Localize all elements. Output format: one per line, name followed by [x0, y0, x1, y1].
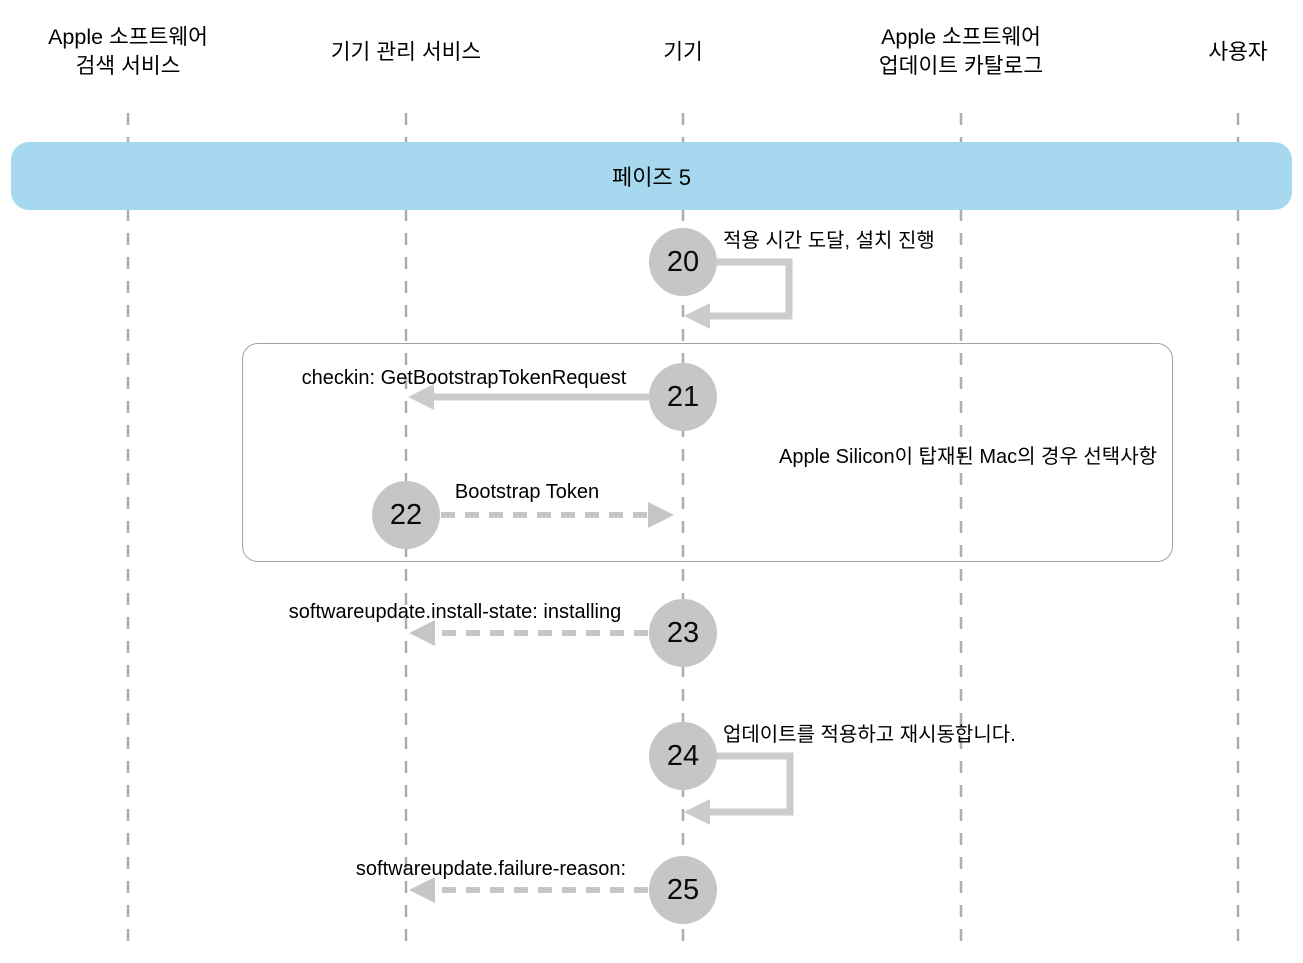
phase-banner: 페이즈 5 [11, 142, 1292, 210]
actor-software-lookup-service: Apple 소프트웨어 검색 서비스 [0, 16, 278, 88]
step21-message: checkin: GetBootstrapTokenRequest [301, 367, 627, 389]
optional-group-box [242, 343, 1173, 562]
actor-label-line1: 기기 [663, 39, 703, 64]
actor-label-line1: Apple 소프트웨어 [881, 25, 1041, 49]
step20-self-loop-arrow [684, 258, 793, 329]
actor-label-line1: 기기 관리 서비스 [330, 39, 482, 64]
step25-arrow [409, 877, 648, 903]
step-circle-21: 21 [649, 363, 717, 431]
step23-message: softwareupdate.install-state: installing [288, 601, 622, 623]
step22-arrow [441, 502, 674, 528]
step-circle-20: 20 [649, 228, 717, 296]
phase-banner-label: 페이즈 5 [611, 165, 692, 190]
actor-user: 사용자 [1088, 16, 1303, 88]
step20-message: 적용 시간 도달, 설치 진행 [723, 230, 935, 252]
actor-label-line2: 업데이트 카탈로그 [878, 54, 1044, 78]
step23-arrow [409, 620, 648, 646]
step-circle-22: 22 [372, 481, 440, 549]
actor-software-update-catalog: Apple 소프트웨어 업데이트 카탈로그 [811, 16, 1111, 88]
optional-note: Apple Silicon이 탑재된 Mac의 경우 선택사항 [778, 446, 1158, 468]
step-circle-24: 24 [649, 722, 717, 790]
actor-device-management-service: 기기 관리 서비스 [256, 16, 556, 88]
step21-arrow [408, 384, 649, 410]
actor-label-line2: 검색 서비스 [75, 54, 181, 78]
step22-message: Bootstrap Token [454, 481, 600, 503]
actor-device: 기기 [533, 16, 833, 88]
step24-self-loop-arrow [684, 752, 794, 825]
step24-message: 업데이트를 적용하고 재시동합니다. [723, 724, 1016, 746]
step-circle-23: 23 [649, 599, 717, 667]
step25-message: softwareupdate.failure-reason: [355, 858, 627, 880]
step-circle-25: 25 [649, 856, 717, 924]
actor-label-line1: 사용자 [1208, 39, 1268, 64]
actor-label-line1: Apple 소프트웨어 [48, 25, 208, 49]
